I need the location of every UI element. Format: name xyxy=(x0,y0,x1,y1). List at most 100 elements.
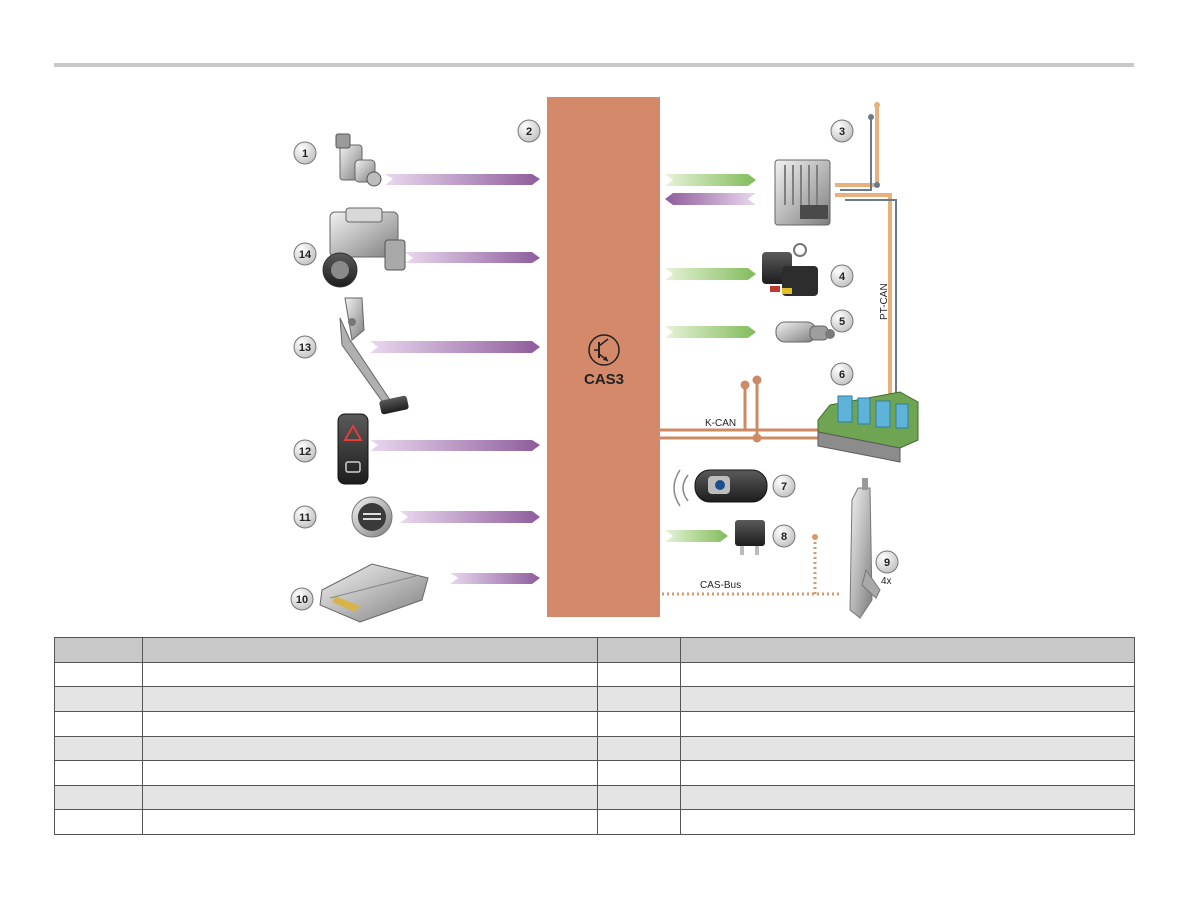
callout-5: 5 xyxy=(830,309,854,333)
legend-cell xyxy=(54,686,143,712)
callout-12: 12 xyxy=(293,439,317,463)
input-arrows xyxy=(370,174,540,584)
cas-bus-wiring xyxy=(662,534,840,596)
legend-header-description-right xyxy=(680,637,1135,663)
junction-box-icon xyxy=(817,391,919,463)
callout-2: 2 xyxy=(517,119,541,143)
output-arrow-3 xyxy=(665,174,756,186)
legend-cell xyxy=(54,809,143,835)
svg-text:12: 12 xyxy=(299,446,311,458)
legend-cell xyxy=(680,809,1135,835)
callout-1: 1 xyxy=(293,141,317,165)
svg-text:13: 13 xyxy=(299,342,311,354)
legend-cell xyxy=(597,710,681,737)
cas-bus-label: CAS-Bus xyxy=(700,580,741,591)
starter-motor-icon xyxy=(775,321,835,343)
svg-text:5: 5 xyxy=(839,316,845,328)
legend-cell xyxy=(142,710,598,737)
legend-cell xyxy=(597,735,681,762)
svg-text:10: 10 xyxy=(296,594,308,606)
legend-cell xyxy=(54,735,143,762)
control-unit-box-icon xyxy=(319,563,429,623)
legend-cell xyxy=(142,686,598,712)
pt-can-label: PT-CAN xyxy=(879,283,890,320)
legend-row xyxy=(54,784,1135,811)
legend-cell xyxy=(680,710,1135,737)
key-fob-icon xyxy=(673,469,768,507)
callout-6: 6 xyxy=(830,362,854,386)
k-can-wiring xyxy=(660,375,830,443)
legend-cell xyxy=(142,760,598,786)
top-rule xyxy=(54,63,1134,67)
engine-ecu-icon xyxy=(774,159,831,226)
output-arrow-4 xyxy=(665,268,756,280)
svg-text:6: 6 xyxy=(839,369,845,381)
callout-7: 7 xyxy=(772,474,796,498)
pedal-icon xyxy=(339,297,409,415)
k-can-label: K-CAN xyxy=(705,418,736,429)
legend-cell xyxy=(54,661,143,688)
svg-text:7: 7 xyxy=(781,481,787,493)
callout-13: 13 xyxy=(293,335,317,359)
hazard-switch-icon xyxy=(337,413,369,485)
callout-8: 8 xyxy=(772,524,796,548)
svg-text:14: 14 xyxy=(299,249,312,261)
legend-row xyxy=(54,661,1135,688)
svg-text:1: 1 xyxy=(302,148,308,160)
cas3-system-diagram: CAS3 PT-CAN K-CAN CAS-Bus xyxy=(290,97,919,623)
relay-icon xyxy=(735,520,765,555)
sensor-icon xyxy=(335,133,382,187)
svg-text:3: 3 xyxy=(839,126,845,138)
legend-cell xyxy=(142,784,598,811)
transistor-icon xyxy=(588,334,620,366)
legend-header-description-left xyxy=(142,637,598,663)
legend-cell xyxy=(597,809,681,835)
legend-cell xyxy=(142,809,598,835)
module-label: CAS3 xyxy=(584,371,624,388)
callout-14: 14 xyxy=(293,242,317,266)
output-arrow-8 xyxy=(665,530,728,542)
output-arrows xyxy=(665,174,756,542)
legend-cell xyxy=(142,661,598,688)
svg-text:2: 2 xyxy=(526,126,532,138)
legend-cell xyxy=(54,760,143,786)
legend-header-index-left xyxy=(54,637,143,663)
legend-cell xyxy=(680,661,1135,688)
legend-header-index-right xyxy=(597,637,681,663)
callout-10: 10 xyxy=(290,587,314,611)
legend-header-row xyxy=(54,637,1135,663)
svg-text:4: 4 xyxy=(839,271,846,283)
input-arrow-11 xyxy=(400,511,540,523)
callout-3: 3 xyxy=(830,119,854,143)
svg-text:9: 9 xyxy=(884,557,890,569)
legend-cell xyxy=(680,784,1135,811)
legend-cell xyxy=(680,686,1135,712)
legend-cell xyxy=(142,735,598,762)
legend-cell xyxy=(597,686,681,712)
input-arrow-10 xyxy=(450,573,540,584)
legend-row xyxy=(54,809,1135,835)
legend-row xyxy=(54,760,1135,786)
door-handle-icon xyxy=(849,478,881,619)
pt-can-wiring xyxy=(835,102,897,397)
start-stop-button-icon xyxy=(351,496,393,538)
door-handle-multiplier: 4x xyxy=(881,576,892,587)
legend-row xyxy=(54,686,1135,712)
return-arrow-3 xyxy=(665,193,756,205)
callout-9: 9 xyxy=(875,550,899,574)
callout-11: 11 xyxy=(293,505,317,529)
legend-row xyxy=(54,710,1135,737)
legend-cell xyxy=(597,661,681,688)
steering-lock-icon xyxy=(762,243,818,296)
input-arrow-1 xyxy=(385,174,540,185)
legend-cell xyxy=(54,784,143,811)
legend-row xyxy=(54,735,1135,762)
svg-text:8: 8 xyxy=(781,531,787,543)
input-arrow-14 xyxy=(405,252,540,263)
dsc-unit-icon xyxy=(322,207,406,288)
legend-table xyxy=(54,637,1135,835)
svg-text:11: 11 xyxy=(299,512,311,524)
legend-cell xyxy=(597,760,681,786)
legend-cell xyxy=(54,710,143,737)
legend-cell xyxy=(680,760,1135,786)
